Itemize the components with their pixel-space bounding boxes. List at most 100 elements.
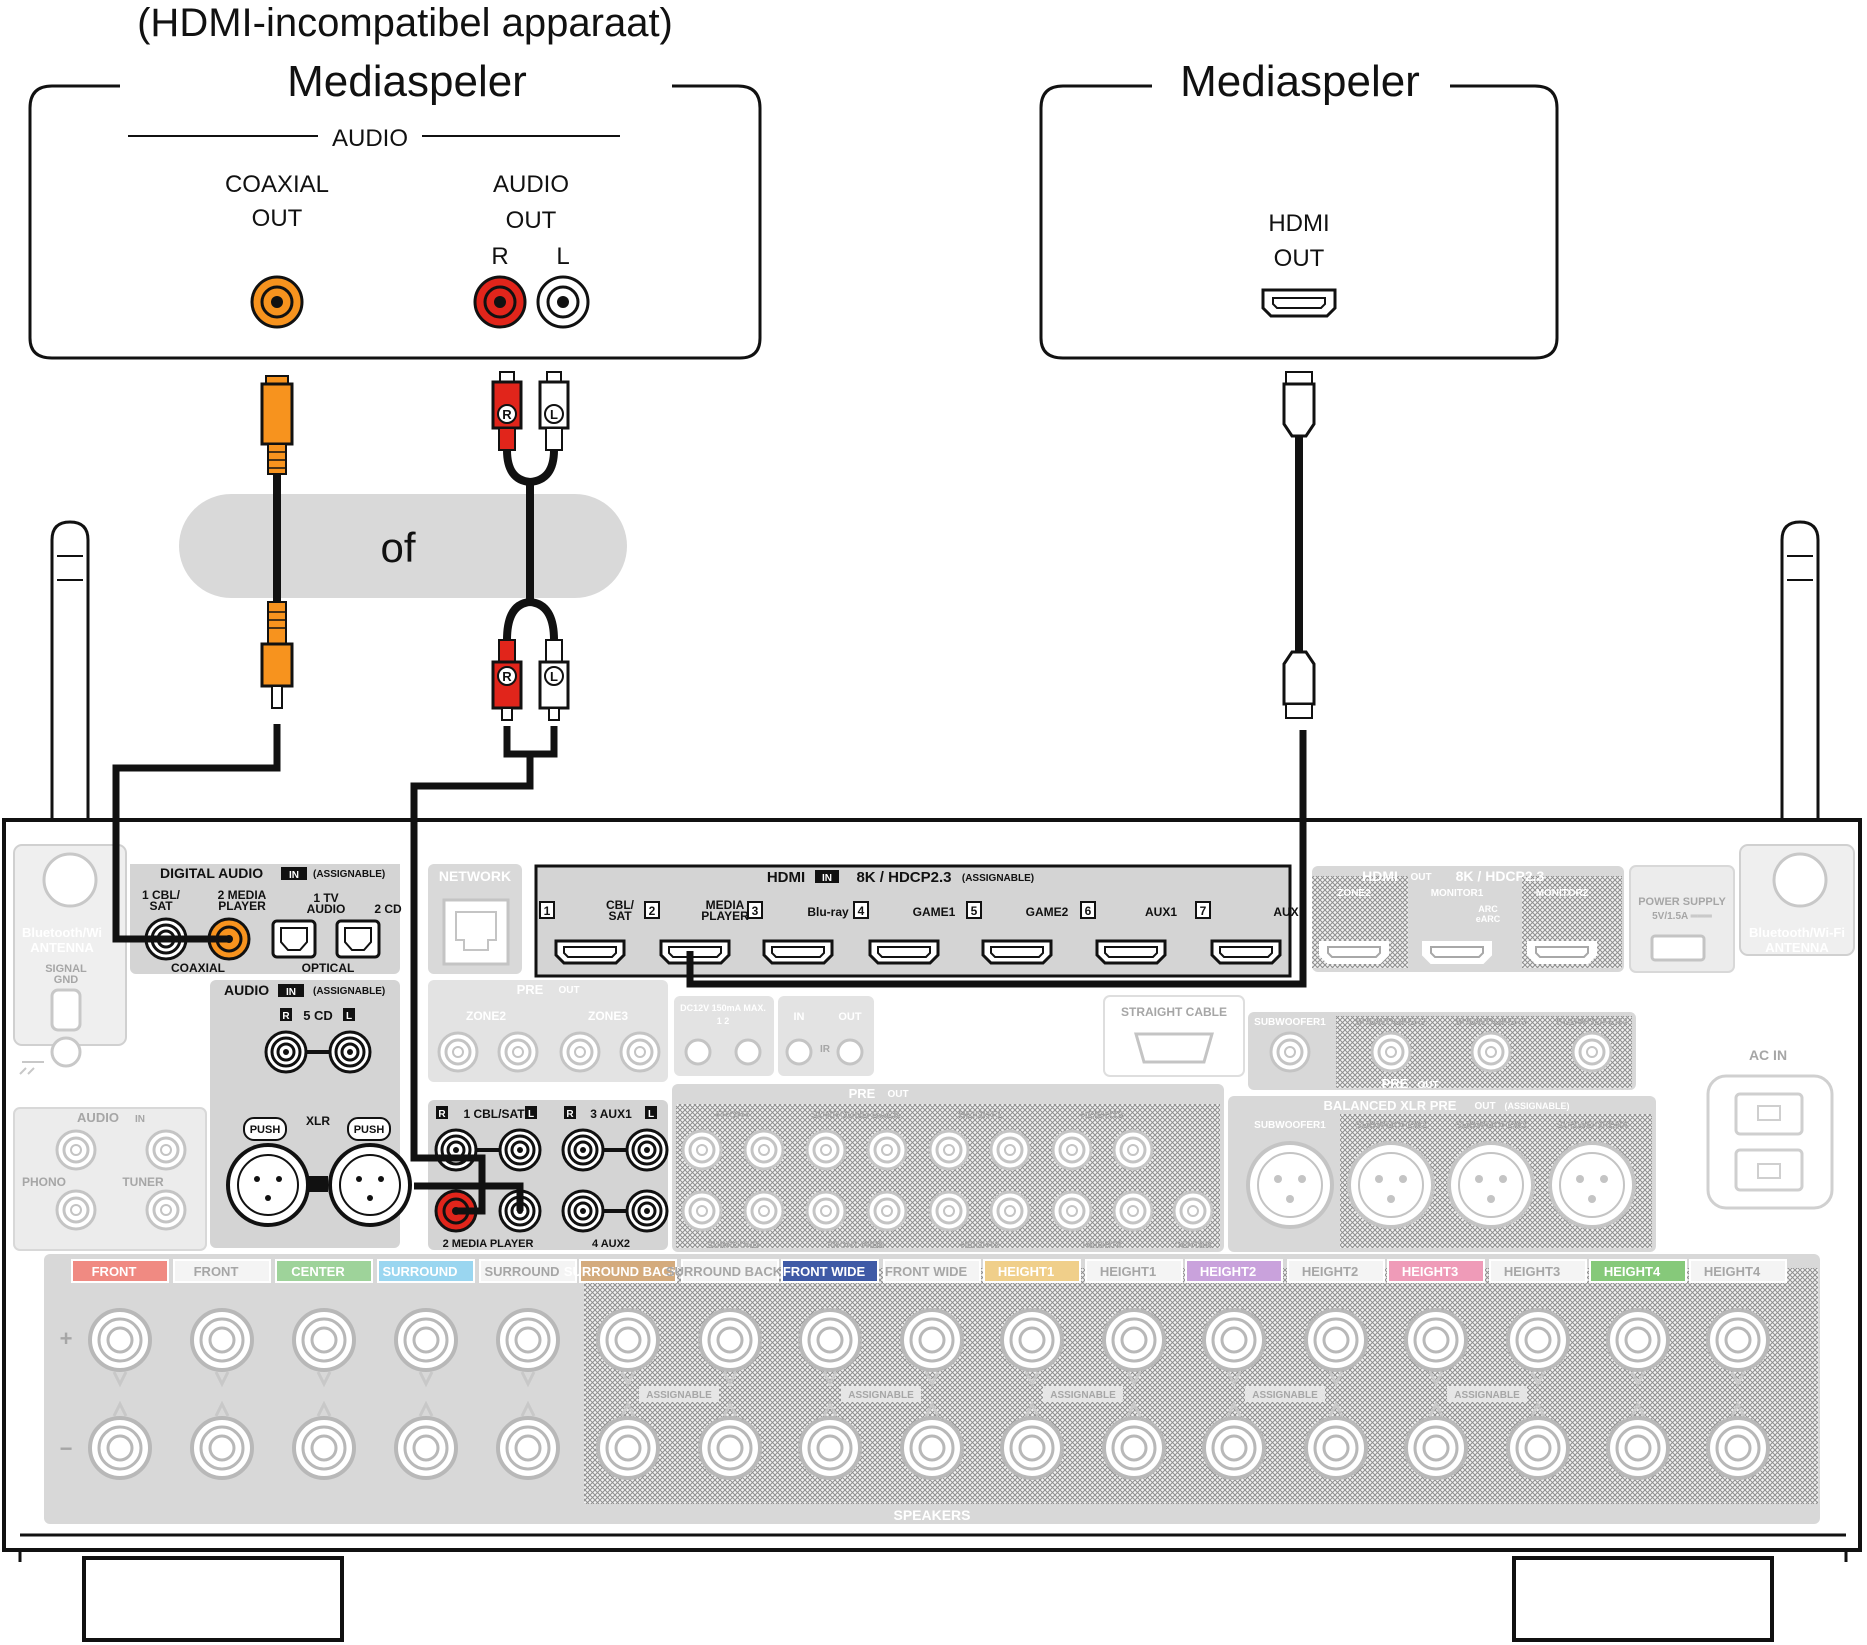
assignable-label: ASSIGNABLE bbox=[1050, 1390, 1116, 1401]
coaxial-group-label: COAXIAL bbox=[171, 961, 225, 975]
pre-out-jack bbox=[1112, 1190, 1154, 1232]
arc-label: ARC bbox=[1478, 904, 1498, 914]
out-badge: OUT bbox=[1417, 1080, 1438, 1091]
power-supply-label: POWER SUPPLY bbox=[1638, 896, 1726, 908]
hdmi-input-label: AUX1 bbox=[1145, 905, 1177, 919]
dc12v-ports: 1 2 bbox=[717, 1016, 730, 1026]
hdmi-port bbox=[981, 939, 1053, 965]
audio-in-phono-panel: AUDIO IN PHONO TUNER bbox=[13, 1107, 207, 1251]
r-badge: R bbox=[438, 1109, 446, 1120]
hdmi-port bbox=[868, 939, 940, 965]
plug-r-text: R bbox=[502, 669, 512, 684]
l-badge: L bbox=[528, 1109, 534, 1120]
antenna-label: Bluetooth/Wi bbox=[22, 925, 102, 940]
rca-stereo-cable: R L R L bbox=[410, 371, 570, 1215]
pre-channel-label: HEIGHT1 bbox=[958, 1110, 1002, 1121]
monitor1-label: MONITOR1 bbox=[1431, 888, 1484, 899]
power-supply-spec: 5V/1.5A ═══ bbox=[1652, 911, 1713, 922]
speaker-group-label: FRONT WIDE bbox=[783, 1264, 866, 1279]
hdmi-input-number: 7 bbox=[1200, 904, 1207, 918]
assignable-label: (ASSIGNABLE) bbox=[1505, 1101, 1570, 1111]
speaker-post-plus bbox=[190, 1308, 254, 1372]
push-label: PUSH bbox=[354, 1124, 385, 1136]
speaker-post-minus bbox=[900, 1416, 964, 1480]
ir-out-label: OUT bbox=[838, 1011, 862, 1023]
speaker-group-label: HEIGHT4 bbox=[1604, 1264, 1661, 1279]
plus-label: + bbox=[60, 1326, 73, 1351]
audio-in-title: AUDIO bbox=[224, 982, 269, 998]
speaker-post-plus bbox=[88, 1308, 152, 1372]
speaker-post-plus bbox=[292, 1308, 356, 1372]
xlr-label: XLR bbox=[306, 1114, 330, 1128]
pre-channel-label: FRONT WIDE bbox=[828, 1240, 885, 1250]
in-badge: IN bbox=[286, 987, 296, 998]
subwoofer-label: SUBWOOFER1 bbox=[1254, 1017, 1326, 1028]
hdmi-input-label-2: SAT bbox=[608, 909, 632, 923]
hdmi-port bbox=[554, 939, 626, 965]
speaker-group-label: HEIGHT2 bbox=[1200, 1264, 1256, 1279]
hdmi-input-number: 2 bbox=[649, 904, 656, 918]
media-player-label: 2 MEDIA PLAYER bbox=[443, 1238, 534, 1250]
audio-in-rca-panel: R 1 CBL/SAT L R 3 AUX1 L 2 MEDIA PLAYER … bbox=[428, 1100, 669, 1250]
device-name: Mediaspeler bbox=[287, 57, 527, 106]
hdmi-port bbox=[1210, 939, 1282, 965]
ac-in-label: AC IN bbox=[1749, 1047, 1787, 1063]
r-badge: R bbox=[282, 1011, 290, 1022]
hdmi-port bbox=[659, 939, 731, 965]
speaker-post-plus bbox=[1102, 1308, 1166, 1372]
speaker-group: CENTER bbox=[275, 1259, 373, 1480]
speaker-post-minus bbox=[1000, 1416, 1064, 1480]
rca-jack-red bbox=[473, 275, 527, 329]
hdmi-cable bbox=[686, 371, 1316, 988]
speaker-post-minus bbox=[394, 1416, 458, 1480]
speaker-post-plus bbox=[1606, 1308, 1670, 1372]
speaker-group-label: SURROUND bbox=[484, 1264, 559, 1279]
speaker-group-label: FRONT bbox=[194, 1264, 239, 1279]
speaker-group-label: SURROUND BACK bbox=[666, 1264, 783, 1279]
pre-zone-panel: PRE OUT ZONE2 ZONE3 bbox=[428, 980, 668, 1082]
subwoofer-label: SUBWOOFER3 bbox=[1455, 1120, 1527, 1131]
antenna-label-2: ANTENNA bbox=[30, 940, 94, 955]
cd-label: 5 CD bbox=[303, 1008, 333, 1023]
l-badge: L bbox=[648, 1109, 654, 1120]
l-label: L bbox=[556, 243, 569, 270]
speaker-group-label: HEIGHT4 bbox=[1704, 1264, 1761, 1279]
optical-group-label: OPTICAL bbox=[302, 961, 355, 975]
subwoofer-label: SUBWOOFER1 bbox=[1254, 1120, 1326, 1131]
signal-gnd-label-2: GND bbox=[54, 974, 79, 986]
tuner-label: TUNER bbox=[122, 1175, 164, 1189]
coax1-label-2: SAT bbox=[149, 899, 173, 913]
arc-label-2: eARC bbox=[1476, 914, 1501, 924]
speaker-post-plus bbox=[1000, 1308, 1064, 1372]
speaker-post-plus bbox=[900, 1308, 964, 1372]
digital-audio-panel: DIGITAL AUDIO IN (ASSIGNABLE) 1 CBL/ SAT… bbox=[130, 864, 402, 975]
plug-red-bottom: R bbox=[491, 639, 523, 721]
pre-out-jack bbox=[681, 1129, 723, 1171]
antenna-terminal-left: Bluetooth/Wi ANTENNA SIGNAL GND bbox=[13, 844, 127, 1075]
speaker-group-label: HEIGHT3 bbox=[1504, 1264, 1560, 1279]
pre-out-jack bbox=[805, 1190, 847, 1232]
audio-out-label: AUDIO bbox=[493, 171, 569, 198]
media-player-hdmi: Mediaspeler HDMI OUT bbox=[1039, 57, 1559, 360]
hdmi-input-label: GAME2 bbox=[1026, 905, 1069, 919]
audio-in-title: AUDIO bbox=[77, 1110, 119, 1125]
speaker-post-minus bbox=[190, 1416, 254, 1480]
assignable-label: (ASSIGNABLE) bbox=[962, 873, 1034, 884]
pre-out-jack bbox=[1051, 1190, 1093, 1232]
hdmi-input-label: CBL/ bbox=[606, 898, 635, 912]
pre-label: PRE bbox=[1382, 1076, 1409, 1091]
speaker-group: HEIGHT4 HEIGHT4 bbox=[1589, 1259, 1787, 1480]
network-label: NETWORK bbox=[439, 868, 511, 884]
speaker-group-label: HEIGHT2 bbox=[1302, 1264, 1358, 1279]
hdmi-out-label-2: OUT bbox=[1274, 245, 1325, 272]
coaxial-label: COAXIAL bbox=[225, 171, 329, 198]
